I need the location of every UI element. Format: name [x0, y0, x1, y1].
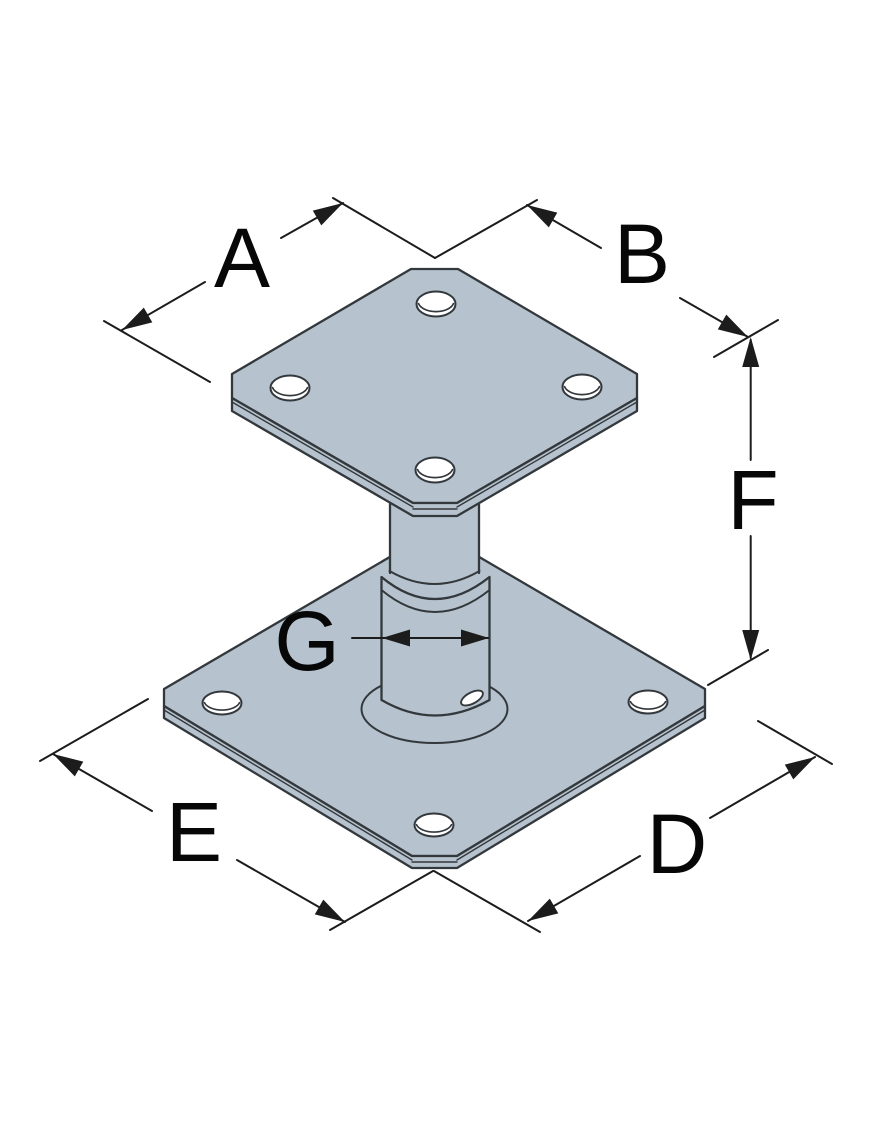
arrowhead [122, 307, 153, 330]
support-tube-lower [380, 575, 491, 717]
arrowhead [461, 629, 489, 647]
bottom-plate-edge-highlight [163, 709, 706, 863]
dimension-a-arrowheads [122, 203, 343, 330]
bolt-hole-bore-line [629, 700, 667, 710]
dimension-g-arrowheads [382, 629, 489, 647]
tube-pin-hole [460, 689, 484, 707]
dimension-g [351, 629, 489, 647]
dimensions [39, 197, 833, 933]
top-plate [230, 267, 639, 518]
support-tube-upper [388, 502, 481, 585]
top-plate-side-band [230, 396, 639, 518]
bolt-hole [415, 290, 457, 318]
arrowhead [784, 757, 815, 780]
arrowhead [53, 754, 84, 777]
dimension-a [103, 197, 436, 383]
bolt-hole [627, 689, 669, 715]
arrowhead [527, 205, 558, 228]
arrowhead [382, 629, 410, 647]
dimension-f-label: F [727, 453, 778, 547]
dimension-e [39, 698, 434, 931]
dimension-d-label: D [647, 797, 708, 891]
dimension-b-arrowheads [527, 205, 748, 337]
arrowhead [314, 899, 345, 922]
bolt-hole [413, 812, 455, 838]
bottom-plate-holes [201, 689, 669, 838]
bolt-hole [414, 456, 456, 484]
dimension-g-label: G [274, 594, 339, 688]
dimension-e-extension-line [39, 698, 434, 931]
bolt-hole-bore-line [271, 386, 309, 397]
arrowhead [742, 630, 760, 660]
dimension-labels: A B F G E D [166, 207, 779, 891]
bottom-plate-side-band [162, 704, 707, 870]
bolt-hole-bore-line [563, 385, 601, 396]
dimension-d-arrowheads [528, 757, 815, 921]
dimension-a-extension-line [103, 197, 436, 383]
dimension-d [433, 720, 833, 933]
dimension-f-arrowheads [742, 337, 760, 660]
dimension-f [707, 337, 769, 686]
dimension-e-arrowheads [53, 754, 345, 922]
bolt-hole-bore-line [416, 468, 454, 479]
arrowhead [717, 314, 748, 337]
upper-tube-body [390, 504, 479, 573]
arrowhead [742, 337, 760, 367]
bolt-hole-bore-line [203, 701, 241, 711]
bolt-hole [201, 690, 243, 716]
dimension-b-label: B [614, 207, 670, 301]
arrowhead [312, 203, 343, 226]
dimension-b-extension-line [434, 199, 779, 358]
arrowhead [528, 898, 559, 921]
dimension-b [434, 199, 779, 358]
bolt-hole-bore-line [417, 302, 455, 313]
dimension-f-extension-line [707, 649, 769, 686]
dimension-e-label: E [166, 785, 222, 879]
dimension-a-label: A [214, 211, 270, 305]
bolt-hole [269, 374, 311, 402]
dimension-d-extension-line [433, 720, 833, 933]
bolt-hole [561, 373, 603, 401]
upper-tube-sides [388, 502, 481, 575]
part-drawing [162, 267, 707, 870]
collar-ring-line [380, 589, 491, 613]
bolt-hole-bore-line [415, 823, 453, 833]
top-plate-edge-highlight [231, 401, 638, 510]
lower-tube-body [380, 575, 491, 717]
top-plate-holes [269, 290, 603, 484]
upper-tube-flare-arc [388, 570, 481, 585]
